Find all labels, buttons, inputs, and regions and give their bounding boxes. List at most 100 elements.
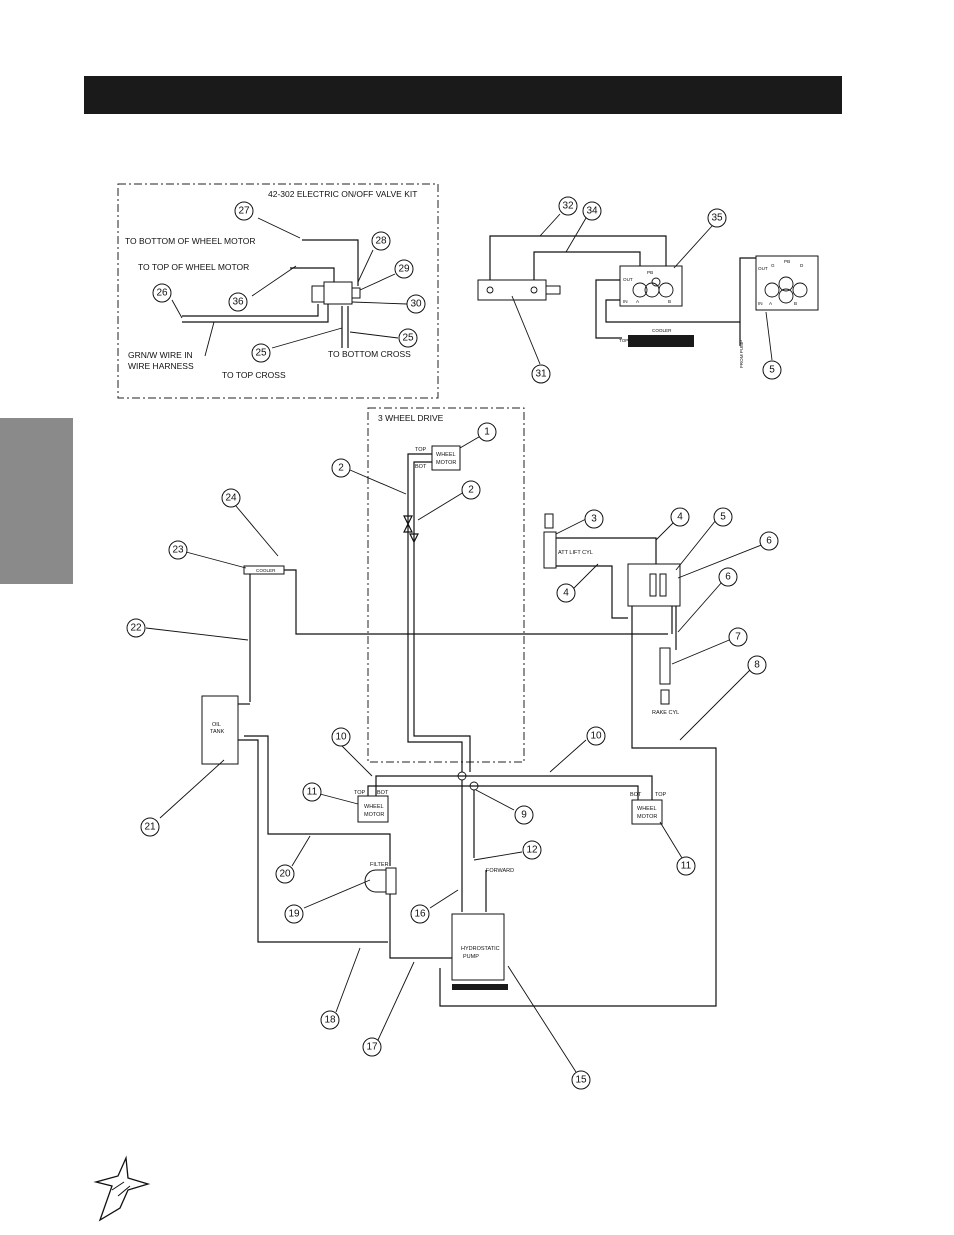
leader-32 [539,213,561,237]
svg-text:36: 36 [232,297,244,308]
leader-2a [349,469,407,495]
callout-5a: 5 [762,360,782,380]
kit-valve-fitting [351,287,361,299]
leader-11b [659,821,683,859]
detail-hose-32 [489,235,667,280]
svg-text:FORWARD: FORWARD [486,868,514,874]
leader-3 [555,517,589,535]
leader-4b [571,563,599,591]
svg-text:TOP: TOP [655,792,667,798]
svg-text:HYDROSTATIC: HYDROSTATIC [461,946,500,952]
svg-text:FILTER: FILTER [370,862,389,868]
callout-11a: 11 [302,782,322,802]
leader-36 [251,265,297,297]
callout-21: 21 [140,817,160,837]
svg-text:6: 6 [766,536,772,547]
control-valve [627,563,681,607]
callout-34: 34 [582,201,602,221]
leader-8 [679,667,753,741]
svg-text:27: 27 [238,206,250,217]
svg-text:16: 16 [414,909,426,920]
callout-11b: 11 [676,856,696,876]
callout-4a: 4 [670,507,690,527]
lift-hose-upper [556,537,657,568]
callout-22: 22 [126,618,146,638]
to-bottom-cross-label: TO BOTTOM CROSS [328,349,411,359]
callout-4b: 4 [556,583,576,603]
callout-10a: 10 [331,727,351,747]
detail-out-line [595,279,622,339]
kit-hose-bottom [302,239,359,286]
callout-18: 18 [320,1010,340,1030]
leader-27 [257,217,301,239]
svg-text:RAKE CYL: RAKE CYL [652,710,679,716]
valve5-b: B [794,301,797,306]
callout-2a: 2 [331,458,351,478]
detail-in-line [605,257,756,323]
filter-to-pump-line [389,894,452,959]
kit-border [117,183,439,399]
front-wheel-motor [431,445,461,471]
callout-35: 35 [707,208,727,228]
kit-wire-1 [182,304,319,317]
callout-3: 3 [584,509,604,529]
svg-text:15: 15 [575,1075,587,1086]
callout-1: 1 [477,422,497,442]
to-top-wheel-motor-label: TO TOP OF WHEEL MOTOR [138,262,249,272]
valve5-g: G [771,263,775,268]
svg-text:ATT LIFT CYL: ATT LIFT CYL [558,550,593,556]
filter [385,867,397,895]
leader-17 [377,961,415,1041]
leader-30 [351,301,408,305]
tank-to-pump-line [238,739,388,943]
callout-32: 32 [558,196,578,216]
valve35-in: IN [623,299,628,304]
valve35-pb: PB [647,270,653,275]
callout-29: 29 [394,259,414,279]
kit-solenoid [311,285,325,303]
leader-19 [303,879,371,909]
svg-text:25: 25 [402,333,414,344]
pump-base [452,984,508,990]
rake-rod-end [660,689,670,705]
callout-5b: 5 [713,507,733,527]
leader-9 [475,789,515,811]
detail-cooler-bar [628,335,694,347]
leader-11a [319,793,359,805]
leader-22 [145,627,249,641]
detail-cooler-label: COOLER [652,328,672,333]
svg-text:3: 3 [591,514,597,525]
svg-text:MOTOR: MOTOR [637,814,657,820]
valve35-b: B [668,299,671,304]
header-bar [84,76,842,114]
callout-9: 9 [514,805,534,825]
svg-text:4: 4 [677,512,683,523]
detail-cylinder-rod [545,285,561,295]
grn-wire-label-2: WIRE HARNESS [128,361,194,371]
leader-25a [271,327,343,349]
svg-text:WHEEL: WHEEL [436,452,456,458]
att-lift-cylinder [543,531,557,569]
callout-17: 17 [362,1037,382,1057]
grn-wire-label-1: GRN/W WIRE IN [128,350,193,360]
valve5-in: IN [758,301,763,306]
to-top-cross-label: TO TOP CROSS [222,370,286,380]
callout-19: 19 [284,904,304,924]
leader-7 [671,637,735,665]
leader-20 [291,835,311,867]
callout-7: 7 [728,627,748,647]
svg-text:TOP: TOP [415,447,427,453]
leader-16 [429,889,459,909]
from-pump-label: FROM PUMP [739,340,744,368]
leader-21 [159,759,225,819]
svg-text:11: 11 [307,787,318,798]
svg-text:WHEEL: WHEEL [637,806,657,812]
att-lift-rod-end [544,513,554,529]
svg-text:23: 23 [172,545,184,556]
leader-35 [673,225,713,269]
brand-logo-icon [93,1155,151,1222]
valve-detail: OUT IN PB A B COOLER TOP OUT G PB D IN A… [477,213,819,368]
callout-24: 24 [221,488,241,508]
leader-5b [675,519,717,571]
svg-text:1: 1 [484,427,490,438]
